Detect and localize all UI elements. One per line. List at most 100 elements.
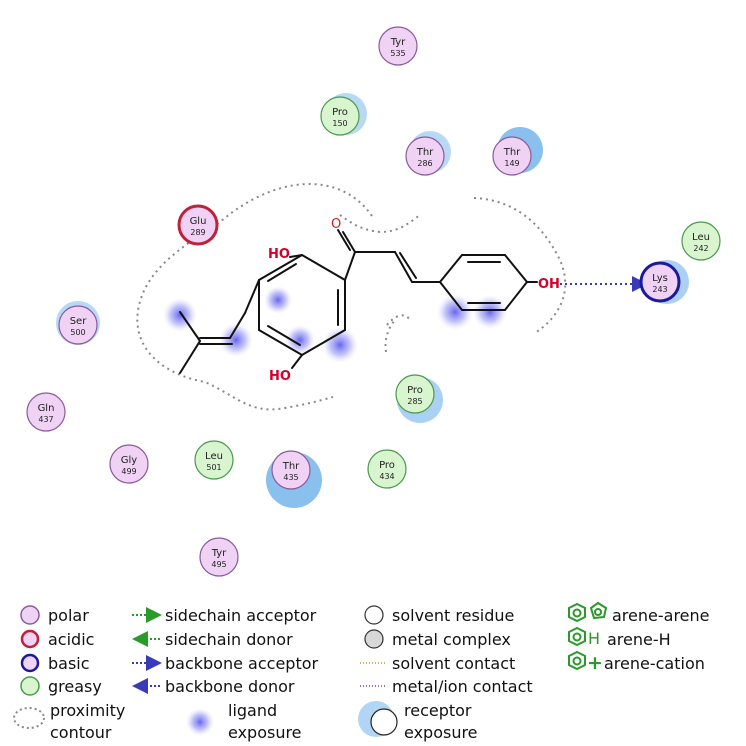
residue-number: 242 xyxy=(693,244,708,253)
legend-arene-cation-icon xyxy=(568,650,586,671)
legend-greasy-label: greasy xyxy=(48,677,102,696)
legend-backbone-donor-label: backbone donor xyxy=(165,677,295,696)
residue-name: Glu xyxy=(190,216,207,227)
residue-number: 499 xyxy=(121,467,136,476)
residue-name: Pro xyxy=(407,385,423,396)
legend-metal-contact-label: metal/ion contact xyxy=(392,677,533,696)
residue-disc xyxy=(194,440,234,480)
residue-number: 437 xyxy=(38,415,53,424)
legend-arene-arene-icon xyxy=(568,601,608,623)
legend-receptor-exposure-line2: exposure xyxy=(404,723,478,742)
legend-acidic-swatch xyxy=(20,629,40,649)
legend-proximity-swatch xyxy=(13,707,45,729)
residue-number: 535 xyxy=(390,49,405,58)
legend-arene-h-glyph: H xyxy=(588,629,600,648)
residue-name: Leu xyxy=(205,451,223,462)
legend-solvent-residue-label: solvent residue xyxy=(392,606,514,625)
residue-disc xyxy=(199,537,239,577)
legend-proximity-label-line2: contour xyxy=(50,723,112,742)
ligand-exposure-blobs xyxy=(163,286,507,363)
residue-number: 285 xyxy=(407,397,422,406)
residue-name: Ser xyxy=(70,316,88,327)
residue-number: 286 xyxy=(417,159,432,168)
residue-number: 434 xyxy=(379,472,394,481)
legend-arene-h-icon xyxy=(568,626,586,647)
legend-arene-arene-label: arene-arene xyxy=(612,606,710,625)
residue-name: Leu xyxy=(692,232,710,243)
proximity-contour xyxy=(136,183,567,411)
residue-disc xyxy=(109,444,149,484)
residue-disc xyxy=(320,96,360,136)
residue-disc xyxy=(405,136,445,176)
legend-sidechain-donor-label: sidechain donor xyxy=(165,630,293,649)
residue-name: Gly xyxy=(121,455,138,466)
legend-backbone-acceptor-label: backbone acceptor xyxy=(165,654,319,673)
residue-disc xyxy=(395,374,435,414)
legend-ligand-exposure-line1: ligand xyxy=(228,701,277,720)
residue-number: 289 xyxy=(190,228,205,237)
residue-number: 501 xyxy=(206,463,221,472)
residue-name: Lys xyxy=(652,273,668,284)
legend-greasy-swatch xyxy=(20,676,40,696)
hydroxyl-right-label: OH xyxy=(538,277,560,292)
residue-name: Pro xyxy=(379,460,395,471)
legend-polar-label: polar xyxy=(48,606,89,625)
receptor-exposure-halos xyxy=(56,93,689,508)
legend-sidechain-acceptor-label: sidechain acceptor xyxy=(165,606,317,625)
legend-solvent-residue-swatch xyxy=(364,605,384,625)
legend-polar-swatch xyxy=(20,605,40,625)
legend-metal-complex-swatch xyxy=(364,629,384,649)
residue-disc xyxy=(367,449,407,489)
legend-basic-swatch xyxy=(20,653,40,673)
legend-receptor-exposure-line1: receptor xyxy=(404,701,472,720)
residue-disc xyxy=(26,392,66,432)
residue-disc xyxy=(492,136,532,176)
legend-solvent-contact-label: solvent contact xyxy=(392,654,515,673)
residue-disc xyxy=(177,204,219,246)
legend-metal-complex-label: metal complex xyxy=(392,630,511,649)
residue-number: 243 xyxy=(652,285,667,294)
legend: polar acidic basic greasy proximity cont… xyxy=(13,601,710,742)
legend-proximity-label-line1: proximity xyxy=(50,701,125,720)
legend-basic-label: basic xyxy=(48,654,90,673)
hydroxyl-bottom-label: HO xyxy=(269,369,291,384)
residue-number: 150 xyxy=(332,119,347,128)
residue-number: 149 xyxy=(504,159,519,168)
residue-name: Tyr xyxy=(211,548,227,559)
legend-receptor-exposure-swatch xyxy=(370,708,398,736)
residue-name: Thr xyxy=(416,147,434,158)
residue-name: Thr xyxy=(282,461,300,472)
legend-ligand-exposure-line2: exposure xyxy=(228,723,302,742)
ligand-structure xyxy=(179,229,538,374)
residue-name: Pro xyxy=(332,107,348,118)
legend-arene-cation-glyph: + xyxy=(587,652,603,674)
residue-disc xyxy=(681,221,721,261)
residue-disc xyxy=(639,261,681,303)
residue-name: Gln xyxy=(38,403,55,414)
residue-name: Tyr xyxy=(390,37,406,48)
residue-disc xyxy=(378,26,418,66)
residue-disc xyxy=(58,305,98,345)
legend-arene-h-label: arene-H xyxy=(607,630,671,649)
residue-name: Thr xyxy=(503,147,521,158)
legend-ligand-exposure-swatch xyxy=(186,708,214,736)
residue-disc xyxy=(271,450,311,490)
legend-acidic-label: acidic xyxy=(48,630,94,649)
carbonyl-oxygen-label: O xyxy=(331,217,341,232)
residue-number: 500 xyxy=(70,328,85,337)
